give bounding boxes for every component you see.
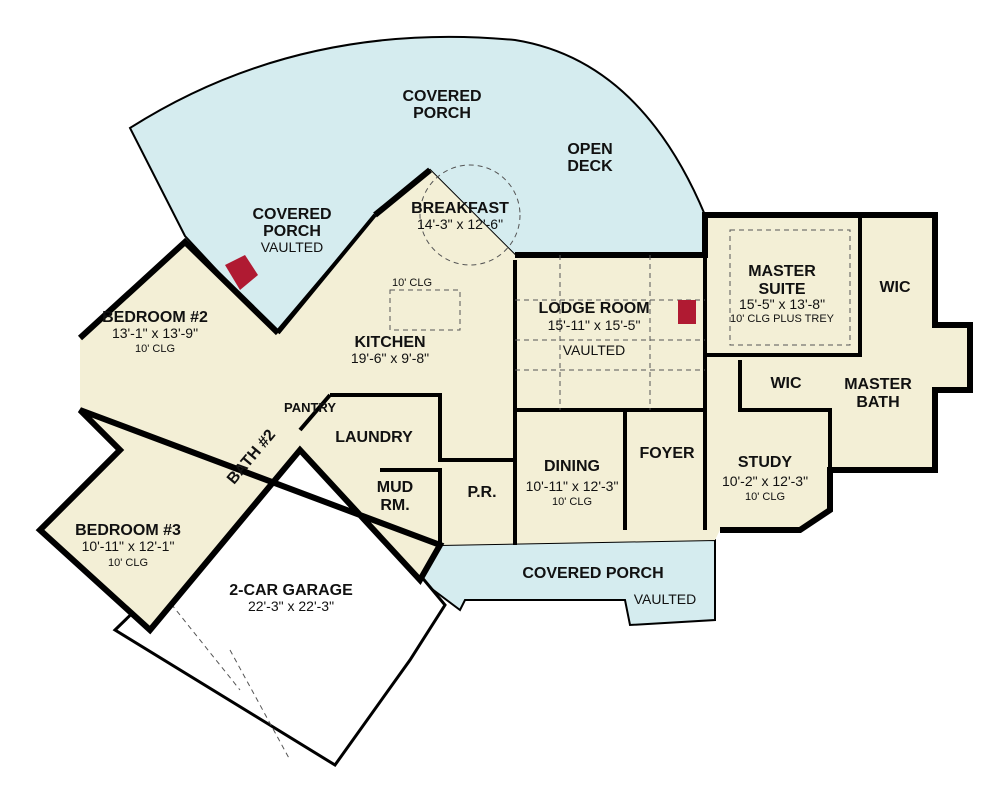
label: 10'-11" x 12'-1"	[82, 538, 175, 554]
label: DECK	[567, 158, 613, 175]
front-covered-porch	[418, 538, 716, 627]
label: P.R.	[467, 484, 496, 501]
label: 15'-5" x 13'-8"	[739, 296, 825, 312]
label: BEDROOM #3	[75, 522, 181, 539]
label: PORCH	[263, 223, 321, 240]
label: OPEN	[567, 141, 612, 158]
label: 14'-3" x 12'-6"	[417, 216, 503, 232]
label: SUITE	[758, 281, 805, 298]
label: WIC	[879, 279, 911, 296]
label: LAUNDRY	[335, 429, 413, 446]
label: 19'-6" x 9'-8"	[351, 350, 429, 366]
label: PANTRY	[284, 400, 336, 415]
label: VAULTED	[261, 239, 324, 255]
label: 10' CLG PLUS TREY	[730, 313, 835, 325]
label: 10'-2" x 12'-3"	[722, 473, 808, 489]
label: 22'-3" x 22'-3"	[248, 598, 334, 614]
label: 10'-11" x 12'-3"	[526, 478, 619, 494]
label: MUD	[377, 479, 413, 496]
fireplace-lodge	[678, 300, 696, 324]
label: PORCH	[413, 105, 471, 122]
label: VAULTED	[634, 591, 697, 607]
label: 2-CAR GARAGE	[229, 582, 353, 599]
fireplace-porch	[225, 255, 258, 290]
label: 10' CLG	[745, 491, 785, 503]
label: 10' CLG	[392, 277, 432, 289]
label: DINING	[544, 458, 600, 475]
label: 10' CLG	[135, 343, 175, 355]
house-interior	[40, 170, 970, 630]
label: MASTER	[844, 376, 912, 393]
label: MASTER	[748, 263, 816, 280]
label: LODGE ROOM	[538, 300, 649, 317]
label: WIC	[770, 375, 802, 392]
label: COVERED PORCH	[522, 565, 663, 582]
rear-porch-deck	[128, 35, 706, 335]
label: 10' CLG	[108, 557, 148, 569]
label: RM.	[380, 497, 409, 514]
label: 15'-11" x 15'-5"	[548, 317, 641, 333]
label: COVERED	[252, 206, 331, 223]
label: 10' CLG	[552, 496, 592, 508]
label: 13'-1" x 13'-9"	[112, 325, 198, 341]
label: BREAKFAST	[411, 200, 509, 217]
label: COVERED	[402, 88, 481, 105]
label: BATH	[856, 394, 899, 411]
label: STUDY	[738, 454, 793, 471]
label: KITCHEN	[354, 334, 425, 351]
label: FOYER	[639, 445, 695, 462]
label: VAULTED	[563, 342, 626, 358]
label: BEDROOM #2	[102, 309, 208, 326]
